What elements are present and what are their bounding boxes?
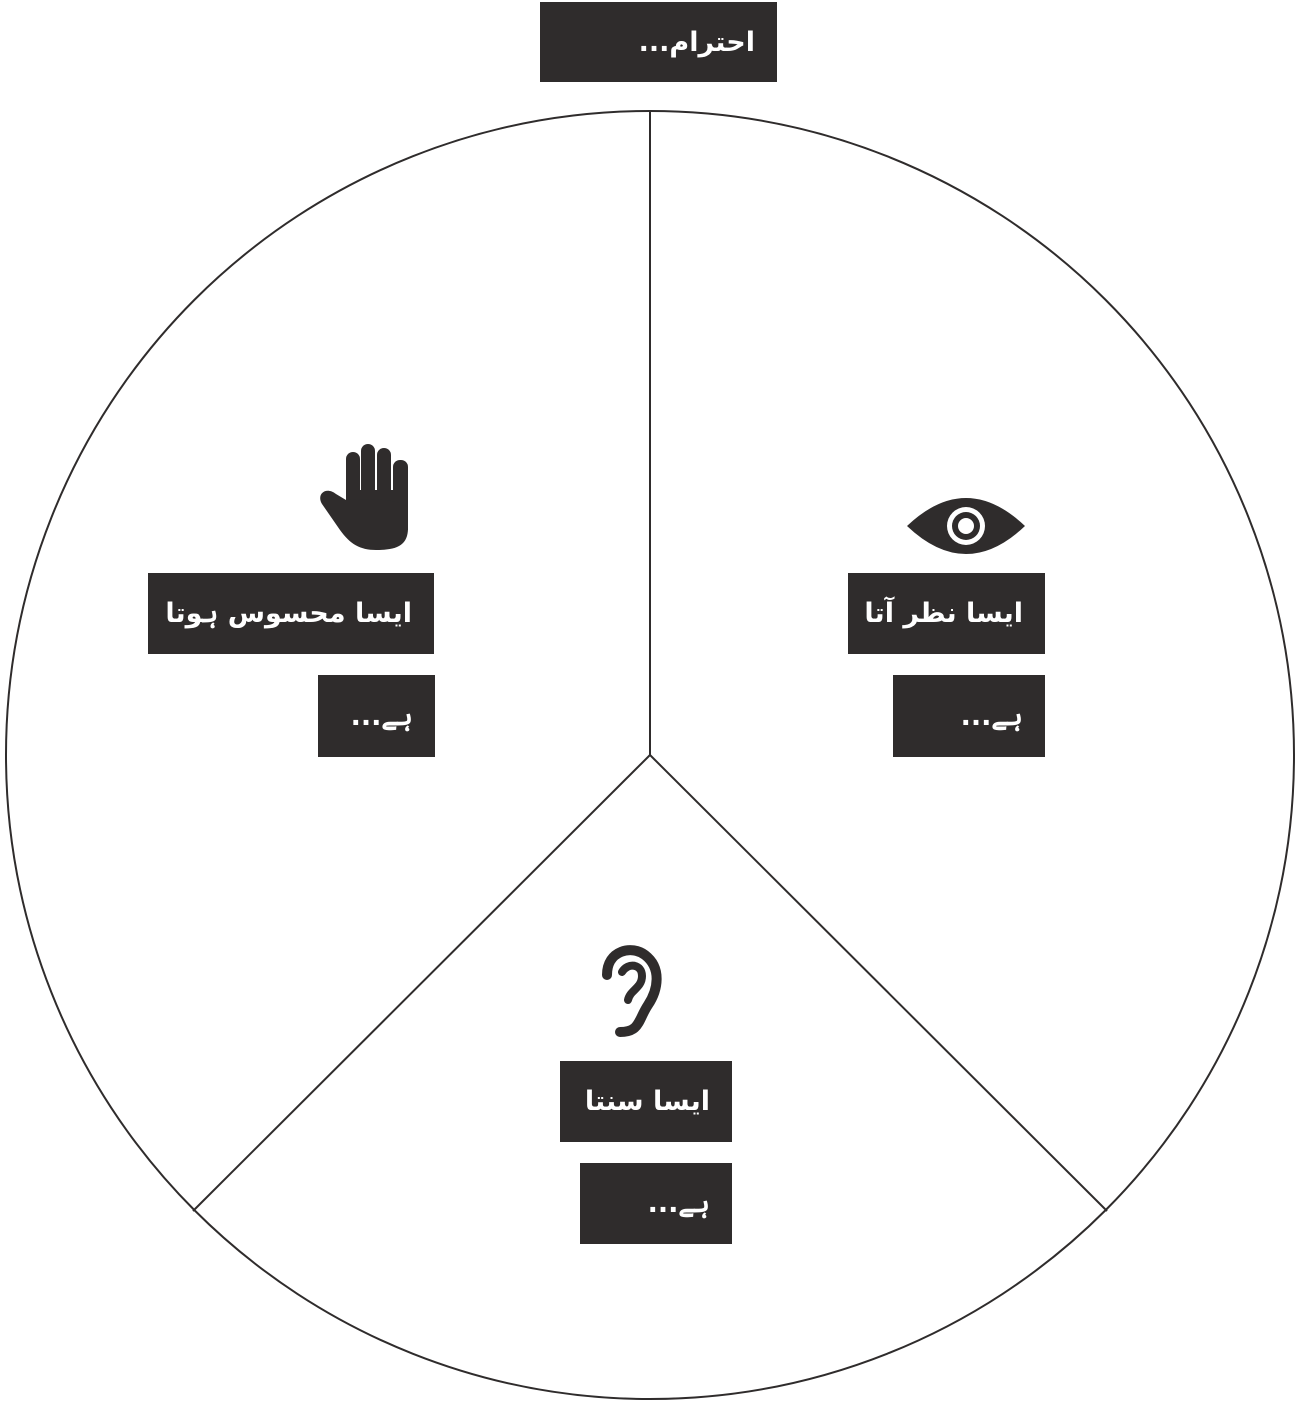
see-label-line1: ایسا نظر آتا bbox=[848, 573, 1045, 654]
divider-lower-right bbox=[649, 754, 1108, 1212]
divider-lower-left bbox=[192, 754, 651, 1212]
hand-icon bbox=[320, 444, 408, 550]
hear-label-line1: ایسا سنتا bbox=[560, 1061, 732, 1142]
hear-label-line2: ہے... bbox=[580, 1163, 732, 1244]
feel-label-line2: ہے... bbox=[318, 675, 435, 757]
feel-label-line1: ایسا محسوس ہوتا bbox=[148, 573, 434, 654]
title-label: احترام... bbox=[540, 2, 777, 82]
see-label-line2: ہے... bbox=[893, 675, 1045, 757]
eye-icon bbox=[907, 498, 1025, 554]
ear-icon bbox=[602, 945, 662, 1037]
